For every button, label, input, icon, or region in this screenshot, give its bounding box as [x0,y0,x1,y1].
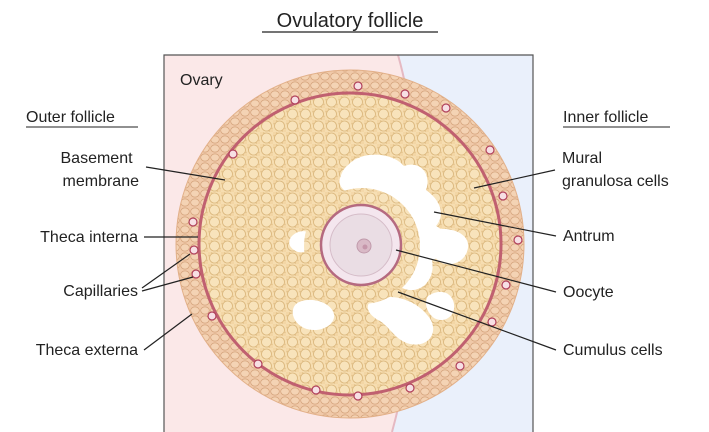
basement-membrane-label-line1: Basement [61,150,134,167]
mural-granulosa-label-line2: granulosa cells [562,173,669,190]
capillary [514,236,522,244]
capillary [189,218,197,226]
capillary [192,270,200,278]
capillary [291,96,299,104]
capillary [401,90,409,98]
basement-membrane-label: Basement membrane [61,150,140,190]
capillary [190,246,198,254]
capillary [406,384,414,392]
outer-follicle-header: Outer follicle [26,109,115,126]
capillaries-label: Capillaries [63,283,138,300]
oocyte-label: Oocyte [563,284,614,301]
follicle [176,70,524,418]
capillary [488,318,496,326]
capillary [502,281,510,289]
mural-granulosa-label: Mural granulosa cells [562,150,669,190]
capillary [354,82,362,90]
inner-follicle-header: Inner follicle [563,109,648,126]
ovary-label: Ovary [180,72,223,89]
basement-membrane-label-line2: membrane [63,173,140,190]
capillary [486,146,494,154]
mural-granulosa-label-line1: Mural [562,150,602,167]
capillary [229,150,237,158]
capillary [354,392,362,400]
oocyte-nucleolus [363,245,368,250]
capillary [442,104,450,112]
theca-externa-label: Theca externa [36,342,138,359]
capillary [456,362,464,370]
theca-interna-label: Theca interna [40,229,138,246]
capillary [499,192,507,200]
capillary [254,360,262,368]
cumulus-cells-label: Cumulus cells [563,342,663,359]
diagram-title: Ovulatory follicle [277,10,424,32]
antrum-label: Antrum [563,228,615,245]
capillary [312,386,320,394]
capillary [208,312,216,320]
